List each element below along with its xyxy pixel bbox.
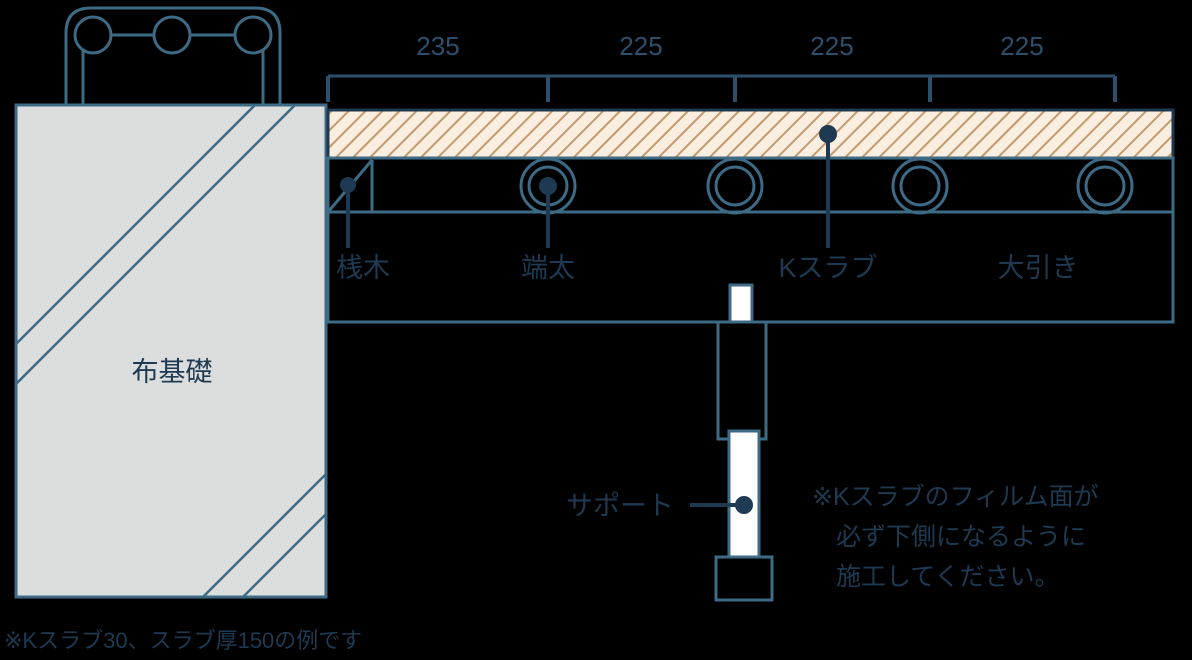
kslab-leader-dot — [819, 125, 837, 143]
dimension-label-1: 235 — [416, 31, 459, 61]
note-line-3: 施工してください。 — [836, 563, 1060, 591]
sangi-leader-dot — [340, 177, 356, 193]
pipe-cross-section-icon — [891, 157, 949, 215]
label-ohibiki: 大引き — [998, 253, 1079, 283]
label-kslab: Kスラブ — [778, 253, 877, 283]
support-base-plate — [714, 555, 774, 602]
foundation-label: 布基礎 — [132, 357, 213, 387]
pipe-cross-section-icon — [706, 157, 764, 215]
rebar-outer-hoop-icon — [64, 6, 282, 108]
foundation-fill — [14, 103, 328, 599]
note-line-1: ※Kスラブのフィルム面が — [812, 483, 1099, 511]
leader-lines-group — [340, 125, 837, 248]
pipe-cross-section-icon — [1076, 157, 1134, 215]
note-line-2: 必ず下側になるように — [836, 523, 1086, 551]
dimension-label-2: 225 — [619, 31, 662, 61]
support-leader-dot — [735, 496, 753, 514]
support-post-group: サポート — [566, 283, 774, 602]
rebar-stirrup-group — [64, 6, 282, 108]
label-sangi: 桟木 — [336, 253, 390, 283]
rebar-bar-icon — [233, 15, 273, 55]
support-lower-shaft — [727, 429, 761, 559]
support-outer-tube — [716, 320, 768, 441]
label-support: サポート — [566, 491, 674, 521]
rebar-bar-icon — [73, 15, 113, 55]
figure-caption: ※Kスラブ30、スラブ厚150の例です — [4, 628, 362, 653]
label-bata: 端太 — [521, 253, 575, 283]
film-orientation-note: ※Kスラブのフィルム面が 必ず下側になるように 施工してください。 — [812, 483, 1099, 591]
rebar-bar-icon — [152, 15, 192, 55]
foundation-hatch-lines — [16, 105, 326, 597]
kslab-hatch-fill — [326, 108, 1175, 160]
dimension-line-group: 235 225 225 225 — [326, 31, 1117, 102]
foundation-block: 布基礎 — [14, 103, 328, 599]
part-labels-group: 桟木 端太 Kスラブ 大引き — [336, 253, 1079, 283]
bata-pipes-group — [519, 157, 1134, 215]
dimension-label-4: 225 — [1000, 31, 1043, 61]
bata-leader-dot — [539, 177, 557, 195]
kslab-board — [326, 108, 1175, 160]
dimension-label-3: 225 — [810, 31, 853, 61]
